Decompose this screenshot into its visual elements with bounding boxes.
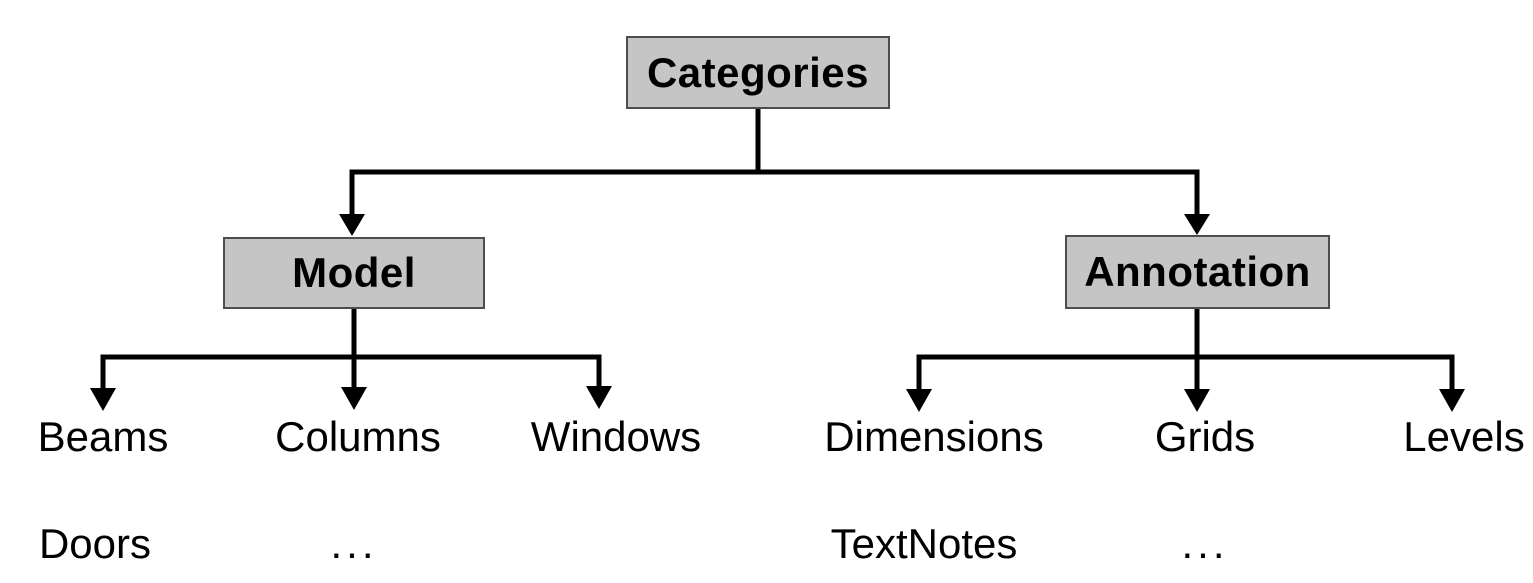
arrowhead-dimensions-icon: [906, 389, 932, 412]
node-categories: Categories: [626, 36, 890, 109]
arrowhead-columns-icon: [341, 387, 367, 410]
leaf-annotation-ellipsis: ...: [1181, 520, 1229, 567]
leaf-beams: Beams: [37, 413, 169, 460]
node-annotation-label: Annotation: [1084, 248, 1311, 295]
leaf-levels: Levels: [1403, 413, 1525, 460]
arrowhead-model-icon: [339, 214, 365, 236]
arrowhead-levels-icon: [1439, 389, 1465, 412]
leaf-windows: Windows: [530, 413, 702, 460]
leaf-grids: Grids: [1154, 413, 1256, 460]
node-annotation: Annotation: [1065, 235, 1330, 309]
leaf-doors: Doors: [38, 520, 152, 567]
leaf-columns: Columns: [275, 413, 441, 460]
arrowhead-windows-icon: [586, 386, 612, 409]
arrowhead-annotation-icon: [1184, 214, 1210, 235]
arrowhead-beams-icon: [90, 388, 116, 411]
leaf-dimensions: Dimensions: [824, 413, 1044, 460]
node-model-label: Model: [292, 249, 416, 296]
leaf-textnotes: TextNotes: [830, 520, 1018, 567]
arrowhead-grids-icon: [1184, 389, 1210, 412]
node-categories-label: Categories: [646, 48, 870, 96]
leaf-model-ellipsis: ...: [330, 520, 378, 567]
node-model: Model: [223, 237, 485, 309]
